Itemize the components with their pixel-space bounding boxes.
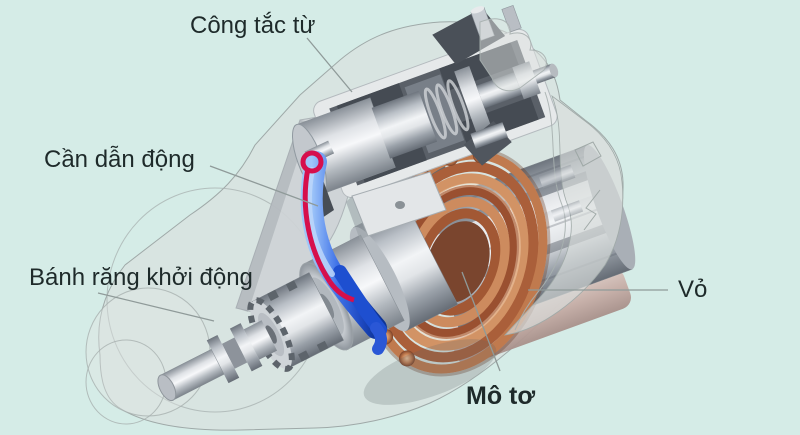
label-starter-pinion: Bánh răng khởi động bbox=[29, 264, 253, 291]
pinion-gear bbox=[247, 272, 344, 372]
armature-shaft-tip bbox=[157, 348, 225, 402]
leader-motor bbox=[461, 271, 501, 372]
pinion-spacer bbox=[243, 320, 278, 360]
drive-lever bbox=[300, 140, 447, 355]
leader-drive-lever bbox=[209, 165, 319, 207]
leader-solenoid bbox=[306, 37, 353, 93]
clutch-shadow bbox=[363, 339, 497, 405]
ghost-detail-lines bbox=[574, 141, 602, 231]
return-spring bbox=[302, 167, 333, 284]
solenoid-endcap-ghost bbox=[479, 18, 547, 92]
ghosted-studs bbox=[538, 164, 584, 222]
label-housing: Vỏ bbox=[678, 276, 707, 303]
label-motor: Mô tơ bbox=[466, 382, 535, 410]
lever-fork bbox=[370, 322, 387, 355]
leader-lines bbox=[97, 37, 668, 372]
labels: Công tắc từ Cần dẫn động Bánh răng khởi … bbox=[29, 12, 707, 410]
return-spring-hook bbox=[300, 150, 324, 174]
label-solenoid: Công tắc từ bbox=[190, 12, 315, 39]
lever-bracket-plate bbox=[346, 171, 447, 240]
shaft-collar bbox=[206, 323, 263, 384]
leader-pinion bbox=[97, 292, 215, 322]
label-drive-lever: Cần dẫn động bbox=[44, 146, 195, 173]
housing-ghost-overlay bbox=[479, 18, 624, 336]
